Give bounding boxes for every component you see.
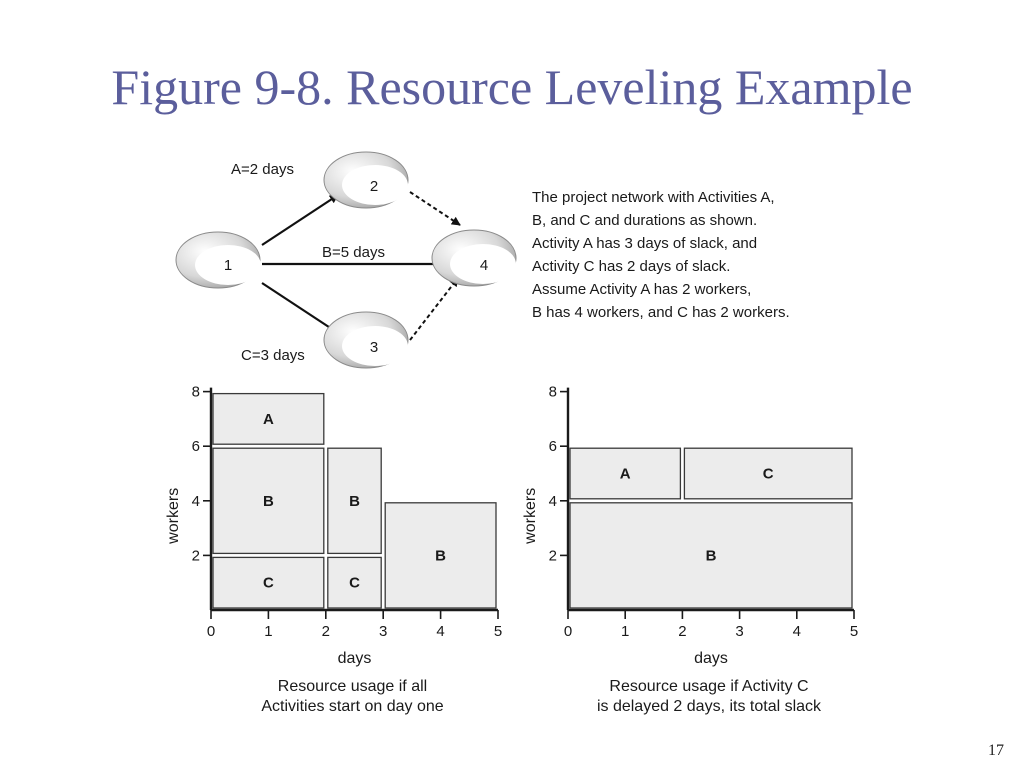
block-label: A — [620, 466, 631, 483]
y-axis-title: workers — [522, 488, 539, 545]
x-tick-label: 3 — [379, 623, 387, 640]
block-label: B — [349, 493, 360, 510]
description-line: Activity A has 3 days of slack, and — [532, 235, 757, 252]
y-axis-title: workers — [165, 488, 182, 545]
block-label: C — [763, 466, 774, 483]
block-label: B — [435, 547, 446, 564]
x-tick-label: 3 — [735, 623, 743, 640]
edge-2-4 — [409, 191, 461, 226]
edge-1-2 — [261, 194, 339, 246]
y-tick-label: 4 — [192, 493, 200, 510]
node-label: 1 — [224, 257, 232, 274]
block-a — [212, 392, 325, 445]
y-tick-label: 8 — [549, 384, 557, 401]
network-description: The project network with Activities A, B… — [532, 189, 790, 321]
block-b — [384, 502, 497, 609]
x-tick-label: 4 — [436, 623, 444, 640]
x-tick-label: 0 — [207, 623, 215, 640]
node-4: 4 — [431, 229, 517, 287]
x-axis-title: days — [694, 650, 728, 667]
x-axis-title: days — [338, 650, 372, 667]
block-label: C — [349, 575, 360, 592]
node-label: 4 — [480, 257, 488, 274]
description-line: Activity C has 2 days of slack. — [532, 258, 730, 275]
block-b — [212, 447, 325, 555]
description-line: Assume Activity A has 2 workers, — [532, 281, 751, 298]
block-b — [327, 447, 382, 555]
block-c — [683, 447, 853, 500]
node-2: 2 — [323, 151, 409, 209]
block-c — [212, 556, 325, 609]
x-tick-label: 2 — [322, 623, 330, 640]
chart-caption: Resource usage if Activity C — [609, 678, 808, 695]
block-b — [569, 502, 853, 609]
slide-number: 17 — [988, 742, 1004, 759]
project-network-diagram: 1 2 3 4 A=2 days B=5 days C=3 days — [175, 151, 517, 369]
y-tick-label: 4 — [549, 493, 557, 510]
description-line: The project network with Activities A, — [532, 189, 775, 206]
x-tick-label: 4 — [793, 623, 801, 640]
block-c — [327, 556, 382, 609]
description-line: B, and C and durations as shown. — [532, 212, 757, 229]
x-tick-label: 1 — [264, 623, 272, 640]
x-tick-label: 0 — [564, 623, 572, 640]
x-tick-label: 2 — [678, 623, 686, 640]
edge-label-a: A=2 days — [231, 161, 294, 178]
edge-3-4 — [409, 277, 459, 341]
chart-caption: Activities start on day one — [261, 698, 443, 715]
block-label: C — [263, 575, 274, 592]
description-line: B has 4 workers, and C has 2 workers. — [532, 304, 790, 321]
edge-label-c: C=3 days — [241, 347, 305, 364]
node-label: 2 — [370, 178, 378, 195]
slide-title: Figure 9-8. Resource Leveling Example — [111, 59, 913, 115]
y-tick-label: 8 — [192, 384, 200, 401]
node-1: 1 — [175, 231, 261, 289]
y-tick-label: 6 — [549, 438, 557, 455]
y-tick-label: 2 — [192, 547, 200, 564]
y-tick-label: 6 — [192, 438, 200, 455]
edge-label-b: B=5 days — [322, 244, 385, 261]
chart-caption: is delayed 2 days, its total slack — [597, 698, 822, 715]
x-tick-label: 1 — [621, 623, 629, 640]
node-label: 3 — [370, 339, 378, 356]
y-tick-label: 2 — [549, 547, 557, 564]
edge-1-3 — [261, 282, 339, 334]
block-a — [569, 447, 682, 500]
chart-caption: Resource usage if all — [278, 678, 427, 695]
x-tick-label: 5 — [850, 623, 858, 640]
block-label: B — [706, 547, 717, 564]
block-label: A — [263, 411, 274, 428]
block-label: B — [263, 493, 274, 510]
node-3: 3 — [323, 311, 409, 369]
x-tick-label: 5 — [494, 623, 502, 640]
